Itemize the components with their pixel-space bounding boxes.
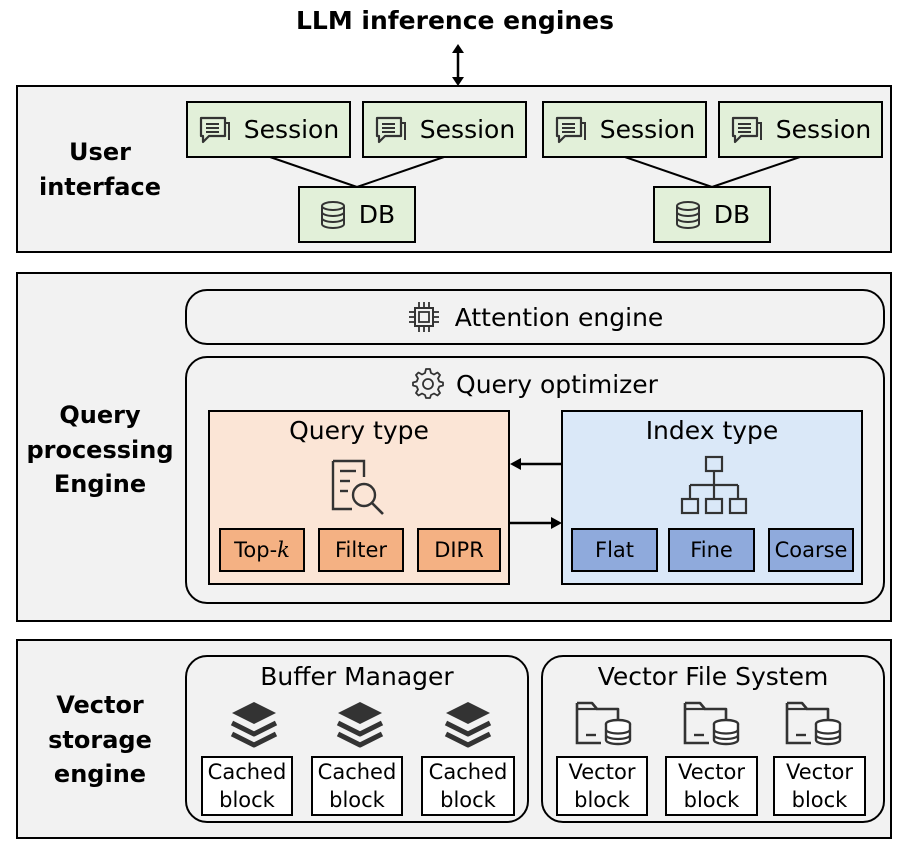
db-label: DB xyxy=(358,200,396,229)
layers-icon xyxy=(230,702,278,748)
diagram-title: LLM inference engines xyxy=(295,6,615,35)
session-label: Session xyxy=(775,115,872,144)
attention-engine-box: Attention engine xyxy=(185,289,885,345)
query-type-topk-var: k xyxy=(277,538,290,562)
query-engine-label: Query processing Engine xyxy=(26,400,174,499)
index-type-fine: Fine xyxy=(668,528,755,572)
session-box: Session xyxy=(362,101,527,158)
index-type-flat: Flat xyxy=(571,528,658,572)
chat-icon xyxy=(375,116,406,143)
optimizer-arrows xyxy=(510,458,562,529)
index-type-coarse: Coarse xyxy=(768,528,854,572)
vector-block: Vector block xyxy=(773,756,866,816)
session-label: Session xyxy=(243,115,340,144)
vector-block: Vector block xyxy=(665,756,758,816)
db-box: DB xyxy=(298,186,416,243)
query-optimizer-header: Query optimizer xyxy=(185,364,885,404)
chat-icon xyxy=(731,116,762,143)
session-label: Session xyxy=(599,115,696,144)
cached-block: Cached block xyxy=(311,756,403,816)
layers-icon xyxy=(336,702,384,748)
gear-icon xyxy=(412,368,444,399)
user-interface-label: User interface xyxy=(38,138,162,201)
attention-engine-label: Attention engine xyxy=(454,302,664,332)
query-type-filter: Filter xyxy=(318,528,404,572)
vector-block: Vector block xyxy=(556,756,648,816)
db-label: DB xyxy=(713,200,751,229)
query-type-topk-label: Top- xyxy=(234,538,278,562)
vector-file-system-title: Vector File System xyxy=(597,662,829,691)
chat-icon xyxy=(555,116,586,143)
storage-label: Vector storage engine xyxy=(48,690,152,789)
db-box: DB xyxy=(653,186,771,243)
query-optimizer-label: Query optimizer xyxy=(456,369,658,399)
session-box: Session xyxy=(718,101,883,158)
cached-block: Cached block xyxy=(201,756,293,816)
session-box: Session xyxy=(186,101,351,158)
session-label: Session xyxy=(419,115,516,144)
session-db-connectors xyxy=(269,156,801,188)
folder-database-icon xyxy=(683,701,740,746)
document-search-icon xyxy=(331,459,384,515)
hierarchy-icon xyxy=(680,455,748,515)
database-icon xyxy=(320,200,345,229)
index-type-title: Index type xyxy=(645,416,779,445)
chip-icon xyxy=(408,302,439,332)
query-type-dipr: DIPR xyxy=(417,528,501,572)
session-box: Session xyxy=(542,101,707,158)
chat-icon xyxy=(199,116,230,143)
folder-database-icon xyxy=(785,701,842,746)
buffer-manager-title: Buffer Manager xyxy=(260,662,454,691)
database-icon xyxy=(675,200,700,229)
query-type-topk: Top-k xyxy=(219,528,305,572)
folder-database-icon xyxy=(575,701,632,746)
layers-icon xyxy=(444,702,492,748)
bidirectional-arrow xyxy=(452,44,464,86)
query-type-title: Query type xyxy=(289,416,429,445)
cached-block: Cached block xyxy=(421,756,515,816)
